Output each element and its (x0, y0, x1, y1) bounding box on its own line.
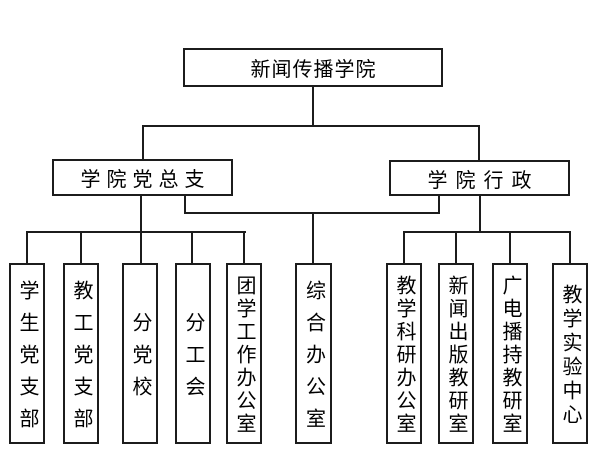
org-box-league-student-work-office: 团学工作办公室 (226, 263, 262, 444)
connector-drop-b7 (403, 231, 405, 264)
org-box-broadcast-hosting-section: 广电播持教研室 (492, 263, 528, 444)
org-box-party-branch-label: 学院党总支 (80, 169, 211, 191)
connector-root-drop (312, 87, 314, 127)
org-box-general-office-label: 综合办公室 (302, 279, 325, 440)
connector-level1-bus (142, 125, 480, 127)
connector-admin-to-link (438, 196, 440, 214)
org-box-admin: 学院行政 (389, 160, 570, 196)
org-box-teaching-experiment-center: 教学实验中心 (552, 263, 588, 444)
org-box-staff-party-branch-label: 教工党支部 (70, 279, 92, 440)
connector-party-bus (26, 231, 246, 233)
org-box-student-party-branch: 学生党支部 (9, 263, 45, 444)
connector-party-to-link (184, 196, 186, 214)
connector-drop-shared-office (312, 212, 314, 264)
org-box-branch-party-school: 分党校 (122, 263, 158, 444)
connector-admin-center-drop (479, 196, 481, 233)
org-box-broadcast-hosting-section-label: 广电播持教研室 (499, 274, 521, 436)
org-box-teaching-research-office-label: 教学科研办公室 (393, 274, 415, 436)
org-box-teaching-research-office: 教学科研办公室 (386, 263, 422, 444)
org-box-general-office: 综合办公室 (295, 263, 332, 444)
org-box-root: 新闻传播学院 (183, 48, 443, 87)
connector-drop-b2 (80, 231, 82, 264)
org-box-journalism-publishing-section-label: 新闻出版教研室 (445, 274, 467, 436)
org-box-journalism-publishing-section: 新闻出版教研室 (438, 263, 474, 444)
org-box-staff-party-branch: 教工党支部 (63, 263, 99, 444)
org-box-league-student-work-office-label: 团学工作办公室 (233, 274, 255, 436)
org-box-admin-label: 学院行政 (427, 169, 540, 192)
connector-to-admin (478, 125, 480, 162)
org-box-branch-union: 分工会 (175, 263, 211, 444)
connector-drop-b10 (569, 231, 571, 264)
connector-party-center-drop (140, 196, 142, 264)
org-box-branch-party-school-label: 分党校 (129, 311, 151, 408)
org-box-branch-union-label: 分工会 (182, 311, 204, 408)
connector-to-party (142, 125, 144, 161)
connector-drop-b1 (26, 231, 28, 264)
connector-drop-b9 (509, 231, 511, 264)
connector-drop-b5 (243, 231, 245, 264)
connector-drop-b4 (191, 231, 193, 264)
org-box-student-party-branch-label: 学生党支部 (16, 279, 38, 440)
org-box-teaching-experiment-center-label: 教学实验中心 (559, 283, 581, 428)
org-box-party-branch: 学院党总支 (52, 159, 233, 196)
connector-drop-b8 (455, 231, 457, 264)
connector-admin-bus (403, 231, 571, 233)
org-box-root-label: 新闻传播学院 (250, 59, 377, 81)
